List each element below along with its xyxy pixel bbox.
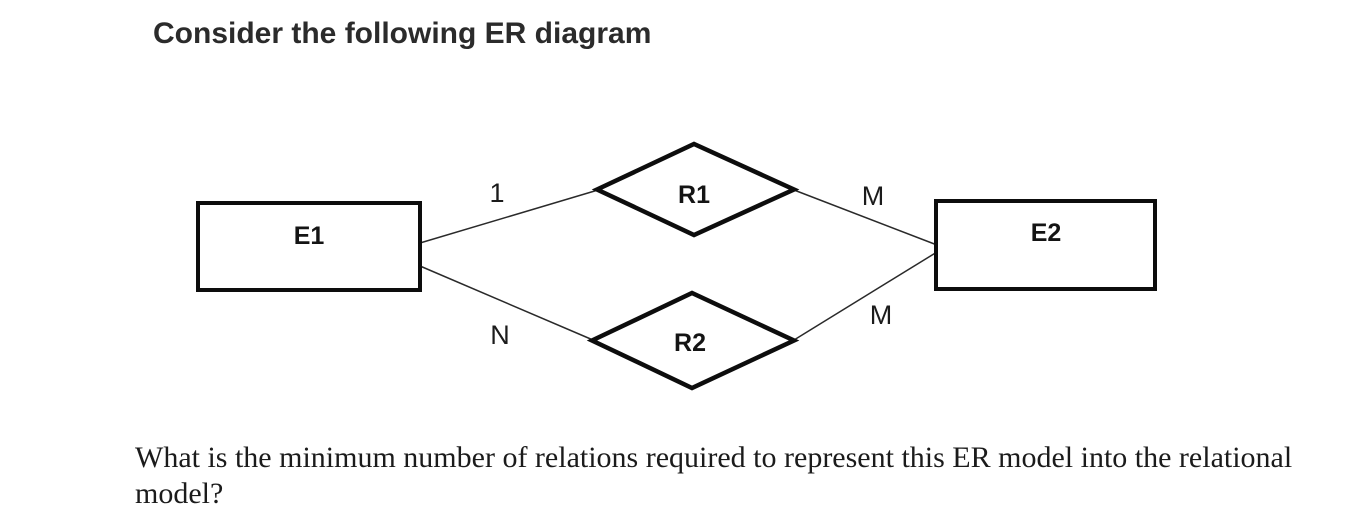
- relationship-r2-diamond: [586, 290, 800, 391]
- page-title: Consider the following ER diagram: [153, 17, 652, 50]
- entity-e2-box: [934, 199, 1157, 291]
- relationship-r1-diamond: [591, 141, 800, 238]
- cardinality-r2-e2-label: M: [870, 300, 893, 330]
- entity-e2-label: E2: [1031, 219, 1062, 247]
- connector-r1-e2: [793, 189, 938, 246]
- relationship-r2-label: R2: [674, 329, 706, 357]
- relationship-r1-label: R1: [678, 181, 710, 209]
- question-text: What is the minimum number of relations …: [135, 441, 1293, 510]
- cardinality-e1-r1-label: 1: [489, 178, 504, 208]
- entity-e1-box: [196, 201, 422, 292]
- cardinality-e1-r2-label: N: [490, 320, 510, 350]
- connector-r2-e2: [793, 251, 938, 341]
- cardinality-r1-e2-label: M: [862, 181, 885, 211]
- connector-e1-r2: [419, 265, 594, 341]
- connector-e1-r1: [419, 189, 599, 244]
- entity-e1-label: E1: [294, 222, 325, 250]
